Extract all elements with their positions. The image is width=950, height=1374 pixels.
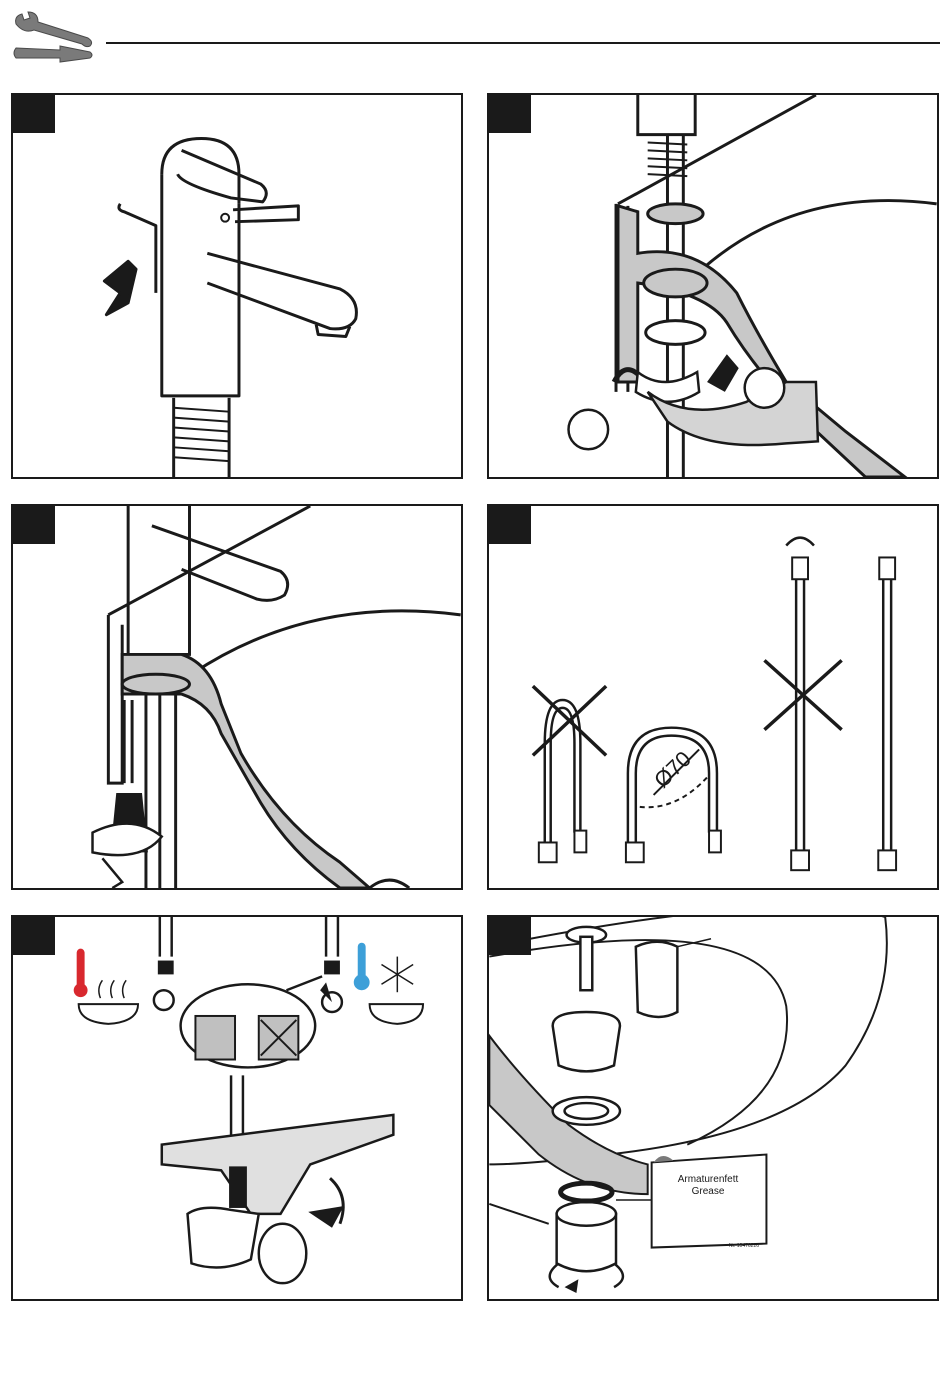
step-badge — [489, 95, 531, 133]
step-badge — [489, 917, 531, 955]
step-badge — [13, 95, 55, 133]
step-badge — [13, 506, 55, 544]
panel-step-3 — [11, 504, 463, 890]
grease-label-line2: Grease — [652, 1186, 764, 1198]
mounting-illustration — [489, 95, 937, 477]
panel-step-5 — [11, 915, 463, 1301]
wrench-screwdriver-icon — [10, 10, 96, 66]
hot-water-icon — [74, 949, 138, 1024]
hose-diameter-label: Ø70 — [649, 746, 696, 793]
step-badge — [13, 917, 55, 955]
panel-step-1 — [11, 93, 463, 479]
panel-step-4: Ø70 — [487, 504, 939, 890]
connection-illustration — [13, 917, 461, 1299]
panel-step-6: Armaturenfett Grease Nr. 10476226 — [487, 915, 939, 1301]
hose-illustration: Ø70 — [489, 506, 937, 888]
step-badge — [489, 506, 531, 544]
panel-step-2 — [487, 93, 939, 479]
header-rule — [106, 42, 940, 44]
grease-label: Armaturenfett Grease — [652, 1174, 764, 1198]
drain-illustration — [489, 917, 937, 1299]
cold-water-icon — [354, 943, 423, 1024]
grease-code: Nr. 10476226 — [729, 1243, 759, 1249]
screwdriver-illustration — [13, 506, 461, 888]
grease-label-line1: Armaturenfett — [652, 1174, 764, 1186]
faucet-illustration — [13, 95, 461, 477]
